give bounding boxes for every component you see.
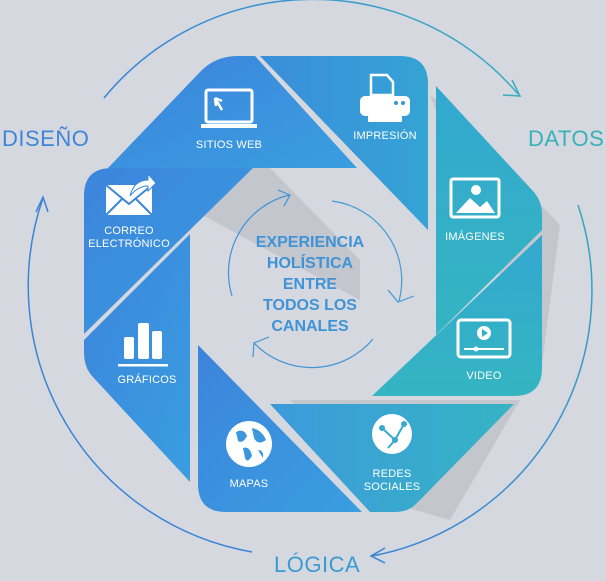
segment-label-line: ELECTRÓNICO bbox=[88, 238, 170, 250]
label-logica: LÓGICA bbox=[274, 552, 361, 577]
segment-sitios-web[interactable] bbox=[108, 56, 357, 168]
center-line: CANALES bbox=[271, 318, 349, 335]
outer-arc-top bbox=[103, 0, 519, 99]
image-icon bbox=[449, 177, 501, 219]
label-datos: DATOS bbox=[528, 126, 605, 151]
segment-label-line: REDES bbox=[372, 468, 412, 480]
segment-label-imagenes: IMÁGENES bbox=[445, 231, 505, 243]
inner-arc-bottom bbox=[253, 338, 374, 369]
inner-arc-top bbox=[227, 194, 290, 297]
segment-label-sitios-web: SITIOS WEB bbox=[195, 139, 263, 151]
video-player-icon bbox=[456, 318, 512, 359]
arrowhead-top-right bbox=[502, 79, 522, 97]
segment-mapas[interactable] bbox=[198, 345, 362, 512]
laptop-cursor-icon bbox=[201, 88, 257, 128]
center-text: EXPERIENCIA HOLÍSTICA ENTRE TODOS LOS CA… bbox=[240, 232, 380, 337]
label-diseno: DISEÑO bbox=[2, 126, 90, 151]
inner-arrowhead-bottom bbox=[252, 336, 270, 358]
segment-redes-sociales[interactable] bbox=[270, 404, 514, 512]
bar-chart-icon bbox=[118, 323, 168, 367]
segment-label-line: SOCIALES bbox=[363, 481, 421, 493]
inner-arrowhead-top bbox=[277, 189, 291, 207]
center-line: HOLÍSTICA bbox=[266, 255, 354, 272]
printer-icon bbox=[360, 73, 410, 122]
center-line: TODOS LOS bbox=[263, 297, 357, 314]
globe-icon bbox=[226, 421, 272, 467]
segment-label-line: CORREO bbox=[104, 225, 154, 237]
inner-arrowhead-right bbox=[387, 289, 415, 303]
segment-graficos[interactable] bbox=[84, 234, 190, 482]
segment-label-correo: CORREO ELECTRÓNICO bbox=[84, 225, 174, 251]
inner-arc-right bbox=[331, 200, 403, 302]
arrowhead-bottom-right bbox=[369, 547, 386, 564]
segment-label-redes-sociales: REDES SOCIALES bbox=[349, 468, 435, 494]
segment-label-impresion: IMPRESIÓN bbox=[353, 130, 417, 142]
outer-arc-left bbox=[27, 197, 253, 553]
network-globe-icon bbox=[372, 414, 412, 454]
segment-label-graficos: GRÁFICOS bbox=[117, 374, 177, 386]
center-line: EXPERIENCIA bbox=[255, 234, 365, 251]
segment-label-mapas: MAPAS bbox=[229, 478, 269, 490]
outer-arc-right bbox=[371, 204, 593, 557]
envelope-send-icon bbox=[105, 172, 157, 216]
arrowhead-left bbox=[35, 194, 49, 213]
segment-label-video: VIDEO bbox=[466, 370, 502, 382]
center-line: ENTRE bbox=[282, 276, 338, 293]
